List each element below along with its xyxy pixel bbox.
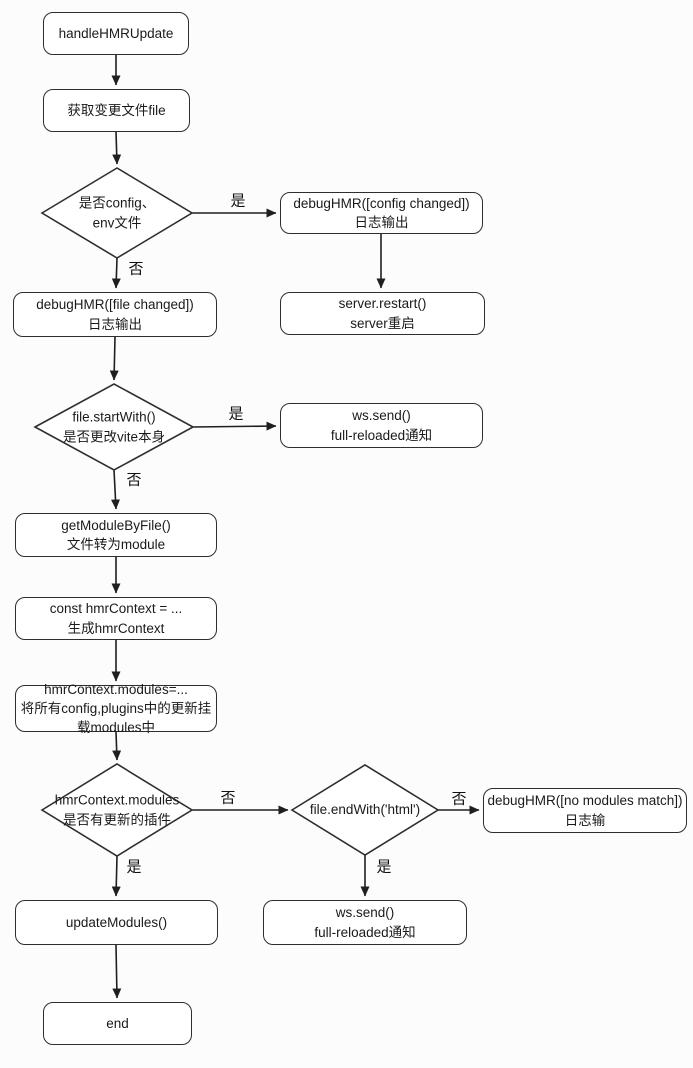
node-updatemodules-line-0: updateModules() xyxy=(65,914,168,930)
edge-label-modules-decision-yes: 是 xyxy=(126,858,142,876)
node-getmodulebyfile-line-0: getModuleByFile() xyxy=(61,517,171,533)
decision-file-endwith-html-line-0: file.endWith('html') xyxy=(309,802,421,818)
node-server-restart-line-1: server重启 xyxy=(350,315,415,331)
edge-label-config-decision-yes: 是 xyxy=(230,192,246,210)
flow-arrow-hmrmodules-to-modules-decision xyxy=(112,731,122,761)
node-ws-send-full-reloaded-line-1: full-reloaded通知 xyxy=(330,427,433,443)
decision-has-updated-plugins-shape xyxy=(40,763,194,857)
node-end-line-0: end xyxy=(106,1015,129,1031)
edge-label-modules-decision-no: 否 xyxy=(220,789,236,807)
node-hmrcontext-modules-line-0: hmrContext.modules=... xyxy=(44,681,188,697)
decision-file-startwith-vite-line-0: file.startWith() xyxy=(72,409,156,425)
decision-has-updated-plugins-line-1: 是否有更新的插件 xyxy=(63,812,171,827)
node-hmrcontext-modules: hmrContext.modules=... 将所有config,plugins中… xyxy=(15,682,217,735)
node-hmrcontext-modules-line-2: 载modules中 xyxy=(76,720,156,736)
node-getmodulebyfile-line-1: 文件转为module xyxy=(66,537,166,552)
flow-arrow-getfile-to-config-decision xyxy=(112,131,122,165)
node-debughmr-config-changed-line-1: 日志输出 xyxy=(354,215,409,230)
decision-is-config-env-file-line-1: env文件 xyxy=(92,215,142,230)
flow-arrow-updatemodules-to-end xyxy=(112,944,122,999)
node-ws-send-full-reloaded-line-0: ws.send() xyxy=(352,408,411,424)
decision-is-config-env-file-line-0: 是否config、 xyxy=(78,195,156,211)
decision-has-updated-plugins: hmrContext.modules 是否有更新的插件 xyxy=(55,790,180,829)
node-getmodulebyfile: getModuleByFile() 文件转为module xyxy=(15,513,217,557)
node-hmrcontext-modules-line-1: 将所有config,plugins中的更新挂 xyxy=(20,700,212,716)
node-const-hmrcontext: const hmrContext = ... 生成hmrContext xyxy=(15,597,217,640)
node-get-changed-file: 获取变更文件file xyxy=(43,89,190,132)
flow-arrow-config-decision-no xyxy=(111,257,121,289)
node-server-restart: server.restart() server重启 xyxy=(280,292,485,335)
node-ws-send-full-reloaded-2-line-1: full-reloaded通知 xyxy=(314,924,416,940)
node-debughmr-no-modules-match-line-0: debugHMR([no modules match]) xyxy=(487,793,683,809)
node-debughmr-config-changed: debugHMR([config changed]) 日志输出 xyxy=(280,192,483,234)
node-const-hmrcontext-line-0: const hmrContext = ... xyxy=(49,601,183,617)
decision-file-startwith-vite-shape xyxy=(33,383,195,471)
node-updatemodules: updateModules() xyxy=(15,900,218,945)
node-const-hmrcontext-line-1: 生成hmrContext xyxy=(67,620,165,636)
flow-arrow-vite-decision-yes xyxy=(192,421,277,431)
flow-arrow-modules-decision-yes xyxy=(111,855,121,897)
flow-arrow-vite-decision-no xyxy=(111,469,121,510)
decision-is-config-env-file-shape xyxy=(40,167,194,259)
node-server-restart-line-0: server.restart() xyxy=(338,296,427,312)
node-ws-send-full-reloaded-2-line-0: ws.send() xyxy=(335,905,395,921)
node-debughmr-file-changed: debugHMR([file changed]) 日志输出 xyxy=(13,292,217,337)
node-debughmr-file-changed-line-0: debugHMR([file changed]) xyxy=(36,297,194,313)
node-handlehmrupdate: handleHMRUpdate xyxy=(43,12,189,55)
node-ws-send-full-reloaded: ws.send() full-reloaded通知 xyxy=(280,403,483,448)
node-ws-send-full-reloaded-2: ws.send() full-reloaded通知 xyxy=(263,900,467,945)
edge-label-vite-decision-no: 否 xyxy=(126,471,142,489)
node-debughmr-no-modules-match: debugHMR([no modules match]) 日志输 xyxy=(483,788,687,833)
node-handlehmrupdate-line-0: handleHMRUpdate xyxy=(58,25,174,41)
node-debughmr-file-changed-line-1: 日志输出 xyxy=(88,316,142,332)
edge-label-html-decision-yes: 是 xyxy=(376,858,392,876)
node-get-changed-file-line-0: 获取变更文件file xyxy=(67,102,166,118)
edge-label-vite-decision-yes: 是 xyxy=(228,405,244,423)
flow-arrow-debugfile-to-vite-decision xyxy=(109,336,119,381)
edge-label-html-decision-no: 否 xyxy=(451,790,467,808)
decision-file-startwith-vite-line-1: 是否更改vite本身 xyxy=(62,429,166,444)
node-debughmr-config-changed-line-0: debugHMR([config changed]) xyxy=(293,195,470,211)
edge-label-config-decision-no: 否 xyxy=(128,260,144,278)
decision-is-config-env-file: 是否config、 env文件 xyxy=(79,193,156,232)
decision-file-startwith-vite: file.startWith() 是否更改vite本身 xyxy=(63,407,165,446)
node-debughmr-no-modules-match-line-1: 日志输 xyxy=(564,812,606,828)
decision-file-endwith-html: file.endWith('html') xyxy=(310,800,420,820)
decision-file-endwith-html-shape xyxy=(290,764,440,856)
node-end: end xyxy=(43,1002,192,1045)
decision-has-updated-plugins-line-0: hmrContext.modules xyxy=(54,792,180,808)
